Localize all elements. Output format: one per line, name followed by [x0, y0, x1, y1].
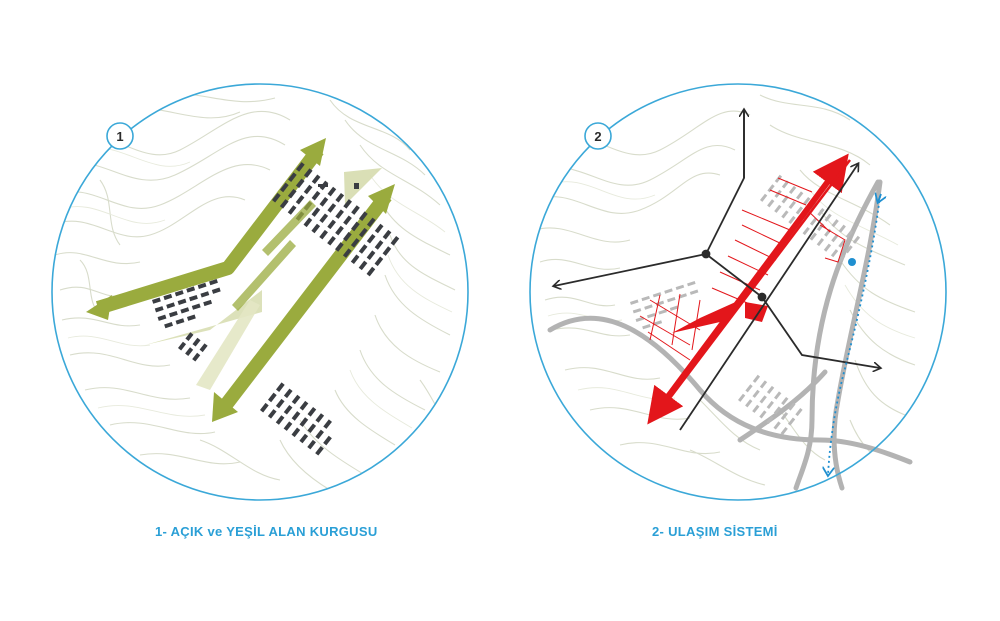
building-blocks-left: [152, 162, 400, 456]
badge-2-label: 2: [594, 129, 601, 144]
panel-open-green-space: 1: [51, 83, 469, 501]
arterial-roads: [554, 110, 880, 431]
panel-outline-left: [51, 83, 469, 501]
topography-right: [531, 94, 916, 486]
caption-open-green-space: 1- AÇIK ve YEŞİL ALAN KURGUSU: [155, 524, 378, 539]
badge-1: 1: [106, 122, 134, 150]
blue-route: [828, 194, 881, 475]
panel-transport-system: 2: [529, 83, 947, 501]
badge-1-label: 1: [116, 129, 123, 144]
main-spine-red: [647, 153, 851, 425]
open-space-band: [232, 200, 316, 311]
green-corridors: [86, 138, 395, 422]
panel-outline-right: [529, 83, 947, 501]
highway-network: [547, 179, 913, 491]
caption-transport-system: 2- ULAŞIM SİSTEMİ: [652, 524, 778, 539]
badge-2: 2: [584, 122, 612, 150]
